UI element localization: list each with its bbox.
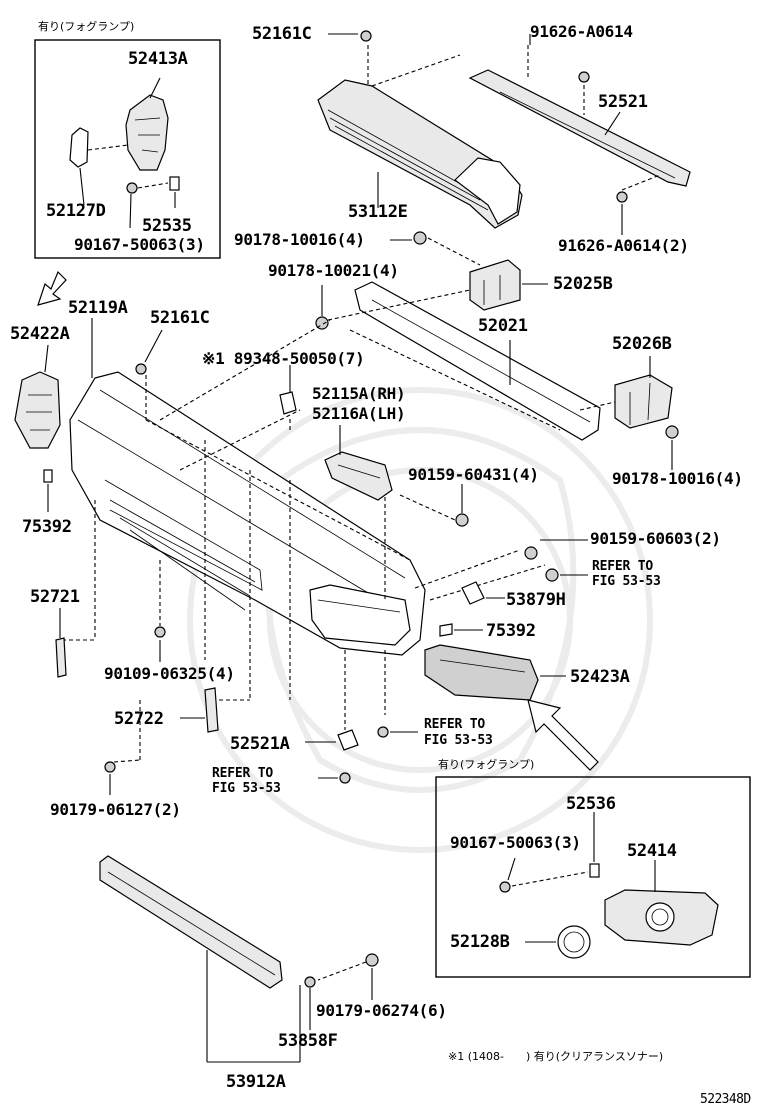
part-label-52521A[interactable]: 52521A (230, 734, 290, 754)
inset-fog-lamp-bottom (435, 776, 751, 978)
part-label-90167-50063-a[interactable]: 90167-50063(3) (74, 235, 205, 254)
part-label-91626-A0614-2[interactable]: 91626-A0614(2) (558, 236, 689, 255)
fog-lamp-52423A (424, 644, 566, 701)
refer-label-1a[interactable]: REFER TO (592, 559, 654, 574)
bolt-refer-3 (339, 772, 351, 784)
bolt-refer-2 (377, 726, 389, 738)
nut-refer-1 (545, 568, 559, 582)
part-label-53858F[interactable]: 53858F (278, 1031, 338, 1051)
part-label-90178-10021[interactable]: 90178-10021(4) (268, 261, 399, 280)
part-label-52413A[interactable]: 52413A (128, 49, 188, 69)
part-label-53912A[interactable]: 53912A (226, 1072, 286, 1092)
clip-90178-c (665, 425, 679, 439)
screw-53858F (304, 976, 316, 988)
part-label-90167-50063-b[interactable]: 90167-50063(3) (450, 833, 581, 852)
part-label-52536[interactable]: 52536 (566, 794, 616, 814)
bracket-52115A-52116A (324, 425, 393, 501)
part-label-52423A[interactable]: 52423A (570, 667, 630, 687)
screw-90159-60431 (455, 513, 469, 527)
part-label-52025B[interactable]: 52025B (553, 274, 613, 294)
part-label-52722[interactable]: 52722 (114, 709, 164, 729)
part-label-52422A[interactable]: 52422A (10, 324, 70, 344)
part-label-90159-60603[interactable]: 90159-60603(2) (590, 529, 721, 548)
screw-90109-06325 (154, 626, 166, 638)
cover-52422A (14, 344, 61, 449)
part-label-89348-50050[interactable]: ※1 89348-50050(7) (202, 349, 365, 368)
diagram-code: 522348D (700, 1092, 751, 1107)
clip-90178-a (413, 231, 427, 245)
nut-90179-06127 (104, 761, 116, 773)
part-label-52128B[interactable]: 52128B (450, 932, 510, 952)
part-label-52414[interactable]: 52414 (627, 841, 677, 861)
direction-arrow-fog (527, 699, 599, 771)
retainer-52521 (371, 45, 691, 187)
direction-arrow-left (37, 270, 67, 306)
part-label-90178-10016-a[interactable]: 90178-10016(4) (234, 230, 365, 249)
note-fog-lamp-bottom: 有り(フォグランプ) (438, 758, 535, 771)
refer-label-2a[interactable]: REFER TO (424, 717, 486, 732)
assembly-guides (62, 319, 546, 760)
part-label-52119A[interactable]: 52119A (68, 298, 128, 318)
part-label-52021[interactable]: 52021 (478, 316, 528, 336)
inset-fog-lamp-top (34, 39, 221, 259)
part-label-90159-60431[interactable]: 90159-60431(4) (408, 465, 539, 484)
screw-52161C-top (360, 30, 372, 42)
refer-label-2b[interactable]: FIG 53-53 (424, 733, 493, 748)
refer-label-3b[interactable]: FIG 53-53 (212, 781, 281, 796)
part-label-52161C-top[interactable]: 52161C (252, 24, 312, 44)
sensor-bracket-89348 (279, 391, 297, 415)
part-label-53112E[interactable]: 53112E (348, 202, 408, 222)
part-label-90109-06325[interactable]: 90109-06325(4) (104, 664, 235, 683)
clip-75392-right (439, 623, 453, 637)
note-fog-lamp-top: 有り(フォグランプ) (38, 20, 135, 33)
part-label-90178-10016-b[interactable]: 90178-10016(4) (612, 469, 743, 488)
part-label-52115A[interactable]: 52115A(RH) (312, 384, 406, 403)
screw-52161C-mid (135, 363, 147, 375)
part-label-52535[interactable]: 52535 (142, 216, 192, 236)
grille-53112E (317, 45, 523, 229)
watermark (187, 387, 653, 853)
part-label-52026B[interactable]: 52026B (612, 334, 672, 354)
part-label-90179-06127[interactable]: 90179-06127(2) (50, 800, 181, 819)
part-label-52161C-mid[interactable]: 52161C (150, 308, 210, 328)
part-label-52721[interactable]: 52721 (30, 587, 80, 607)
footnote: ※1 (1408- ) 有り(クリアランスソナー) (448, 1050, 664, 1063)
part-label-52521[interactable]: 52521 (598, 92, 648, 112)
part-label-52127D[interactable]: 52127D (46, 201, 106, 221)
clip-52521A (337, 729, 359, 751)
molding-52722 (204, 687, 219, 733)
part-label-91626-A0614[interactable]: 91626-A0614 (530, 22, 633, 41)
clip-75392-left (43, 469, 53, 483)
part-label-53879H[interactable]: 53879H (506, 590, 566, 610)
bracket-52025B (469, 259, 548, 311)
part-label-52116A[interactable]: 52116A(LH) (312, 404, 406, 423)
reinforcement-52021 (327, 281, 601, 441)
clip-53879H (461, 581, 485, 605)
part-label-75392-left[interactable]: 75392 (22, 517, 72, 537)
bumper-cover-52119A (69, 318, 426, 656)
part-label-75392-right[interactable]: 75392 (486, 621, 536, 641)
part-label-90179-06274[interactable]: 90179-06274(6) (316, 1001, 447, 1020)
molding-52721 (55, 637, 67, 678)
refer-label-3a[interactable]: REFER TO (212, 766, 274, 781)
nut-90179-06274 (365, 953, 379, 967)
screw-91626-top (578, 71, 590, 83)
screw-91626-right (616, 191, 628, 203)
nut-90159-60603 (524, 546, 538, 560)
lower-grille-53912A (99, 855, 301, 1063)
refer-label-1b[interactable]: FIG 53-53 (592, 574, 661, 589)
bracket-52026B (579, 356, 673, 429)
